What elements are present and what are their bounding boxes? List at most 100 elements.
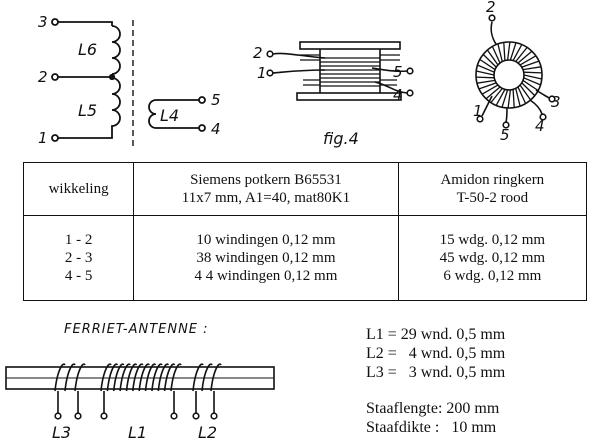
coil-spec-l2: L2 = 4 wnd. 0,5 mm [366, 345, 506, 362]
rod-turn [106, 363, 119, 392]
rod-turn [119, 363, 131, 392]
rod-turn [132, 363, 144, 392]
toroid-turn [477, 64, 495, 73]
header-siemens-line2: 11x7 mm, A1=40, mat80K1 [181, 190, 351, 206]
amidon-cell: 15 wdg. 0,12 mm [439, 232, 546, 248]
toroid-turn [490, 87, 503, 104]
rod-turn [64, 363, 76, 392]
toroid-turn [486, 49, 499, 66]
toroid-turn [523, 77, 541, 86]
toroid-turn [509, 42, 517, 61]
pin-label-5: 5 [211, 91, 221, 109]
winding-table: wikkeling Siemens potkern B65531 11x7 mm… [22, 162, 588, 301]
siemens-cell: 10 windingen 0,12 mm [196, 232, 336, 248]
ferrite-antenna-title: FERRIET-ANTENNE : [64, 322, 209, 337]
rod-turn [163, 363, 176, 392]
toroid-turn [517, 50, 533, 64]
coil-spec-l3: L3 = 3 wnd. 0,5 mm [366, 364, 506, 381]
toroid-turn [519, 55, 537, 66]
pin-3-terminal [51, 18, 59, 26]
pin-label-4: 4 [211, 120, 221, 138]
ferrite-label-l1: L1 [128, 423, 147, 442]
winding-cell: 1 - 2 [64, 232, 93, 248]
toroid-turn [515, 88, 521, 107]
potcore-drawing: 2 1 5 4 fig.4 [253, 41, 414, 148]
toroid-inner [493, 59, 525, 91]
header-amidon-line2: T-50-2 rood [456, 190, 529, 206]
figure-caption: fig.4 [323, 129, 359, 148]
rod-turn [144, 363, 157, 392]
toroid-turn [476, 76, 495, 79]
toroid-turn [501, 89, 509, 108]
potcore-pin-1 [266, 69, 274, 77]
toroid-turn [523, 74, 542, 80]
toroid-turn [515, 46, 528, 63]
toroid-pin-2 [488, 14, 496, 22]
toroid-turn [479, 58, 496, 71]
potcore-windings [320, 57, 380, 87]
rod-turn [138, 363, 150, 392]
potcore-label-1: 1 [257, 64, 267, 82]
toroid-turn [491, 46, 501, 64]
table-header-row: wikkeling Siemens potkern B65531 11x7 mm… [22, 162, 588, 216]
coil-l6-winding [111, 25, 121, 75]
rod-specs: Staaflengte: 200 mm Staafdikte : 10 mm [366, 399, 499, 437]
siemens-column: 10 windingen 0,12 mm 38 windingen 0,12 m… [133, 215, 399, 301]
toroid-label-3: 3 [551, 93, 561, 111]
toroid-turn [523, 71, 542, 74]
rod-length: Staaflengte: 200 mm [366, 400, 500, 417]
winding-column: 1 - 2 2 - 3 4 - 5 [22, 215, 135, 301]
rod-turn [210, 363, 222, 392]
toroid-turn [521, 82, 536, 97]
ferrite-label-l2: L2 [198, 423, 217, 442]
pin-1-terminal [51, 134, 59, 142]
toroid-turn [503, 42, 506, 61]
toroid-turn [522, 79, 539, 92]
toroid-label-2: 2 [486, 0, 496, 16]
ferrite-label-l3: L3 [52, 423, 71, 442]
transformer-schematic: 3 2 1 L6 L5 L4 5 4 [38, 13, 221, 147]
toroid-outer [475, 41, 543, 109]
toroid-pin-4 [539, 113, 547, 121]
toroid-turn [519, 84, 532, 101]
toroid-turn [482, 53, 497, 68]
table-body-row: 1 - 2 2 - 3 4 - 5 10 windingen 0,12 mm 3… [22, 215, 588, 301]
rod-turn [151, 363, 163, 392]
coil-spec-l1: L1 = 29 wnd. 0,5 mm [366, 326, 506, 343]
rod-turn [170, 363, 182, 392]
toroid-turn [512, 44, 523, 61]
coil-label-l5: L5 [78, 101, 97, 120]
toroid-turn [507, 89, 512, 109]
pin-4-terminal [198, 124, 206, 132]
toroid-windings [476, 41, 542, 109]
toroid-label-5: 5 [500, 126, 510, 144]
toroid-turn [512, 89, 515, 108]
pin-label-2: 2 [38, 68, 48, 86]
rod-turn [125, 363, 138, 392]
toroid-label-1: 1 [473, 102, 483, 120]
coil-specs: L1 = 29 wnd. 0,5 mm L2 = 4 wnd. 0,5 mm L… [366, 325, 505, 382]
header-siemens-line1: Siemens potkern B65531 [190, 172, 342, 188]
coil-label-l4: L4 [160, 106, 179, 125]
toroid-turn [481, 84, 499, 95]
coil-l5-winding [58, 77, 121, 139]
header-amidon-line1: Amidon ringkern [440, 172, 545, 188]
rod-turn [201, 363, 213, 392]
potcore-label-5: 5 [393, 63, 403, 81]
pin-2-terminal [51, 73, 59, 81]
pin-label-3: 3 [38, 13, 48, 31]
pin-label-1: 1 [38, 129, 48, 147]
toroid-turn [497, 43, 503, 62]
potcore-label-4: 4 [393, 86, 403, 104]
toroid-pin-1 [476, 115, 484, 123]
toroid-turn [522, 66, 542, 71]
siemens-cell: 4 4 windingen 0,12 mm [194, 268, 338, 284]
toroid-label-4: 4 [535, 117, 545, 135]
rod-turn [192, 363, 204, 392]
toroid-pin-3 [548, 95, 556, 103]
winding-cell: 2 - 3 [64, 250, 93, 266]
siemens-cell: 38 windingen 0,12 mm [196, 250, 336, 266]
pin-5-terminal [198, 96, 206, 104]
coil-label-l6: L6 [78, 40, 97, 59]
toroid-turn [521, 60, 540, 68]
